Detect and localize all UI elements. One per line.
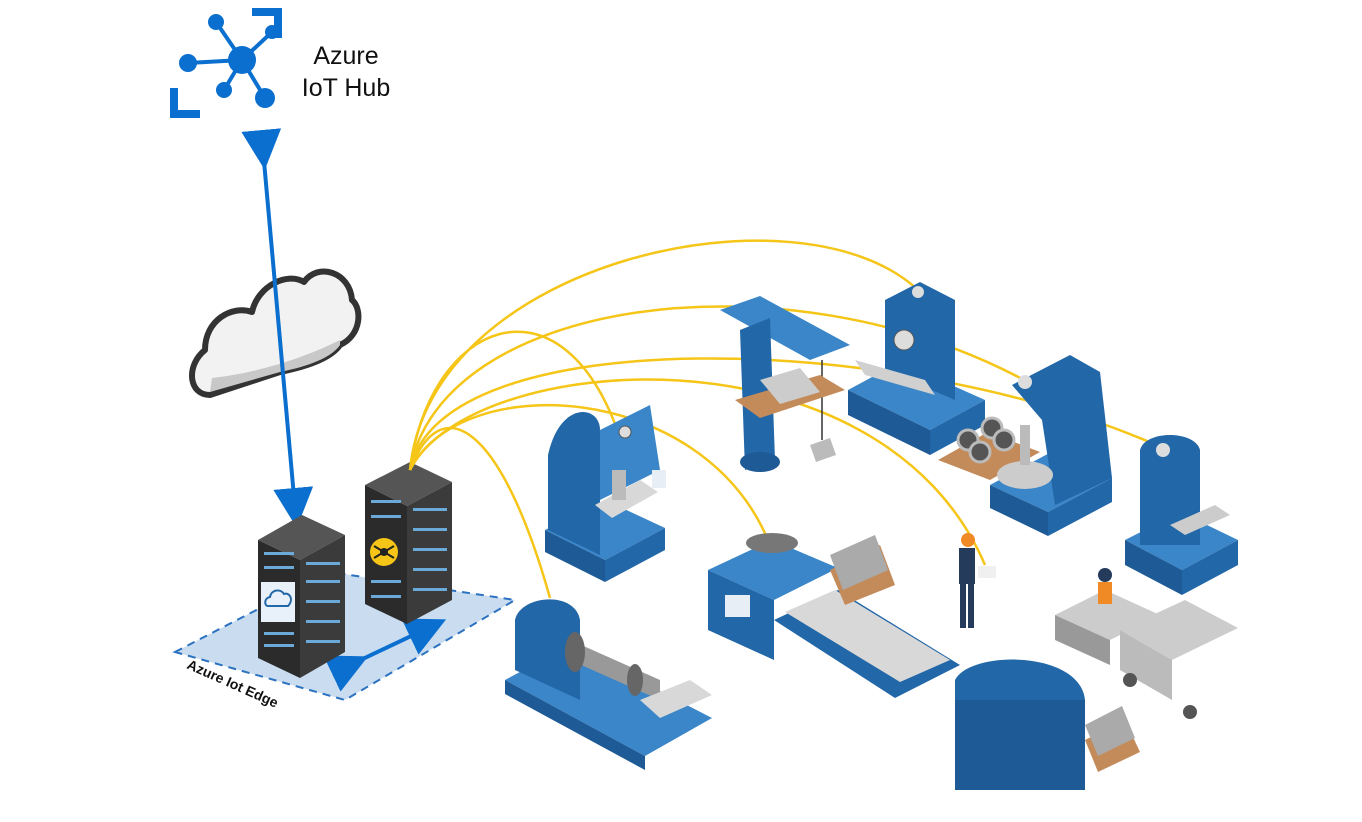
milling-machine — [545, 405, 666, 582]
front-lathe — [505, 599, 712, 770]
forklift — [1055, 568, 1238, 719]
large-lathe — [848, 282, 985, 455]
iot-hub-title: Azure IoT Hub — [286, 40, 406, 104]
conveyor-line — [708, 533, 1085, 790]
iot-hub-icon — [170, 8, 282, 118]
server-rack-edge — [365, 462, 452, 624]
iot-hub-title-line2: IoT Hub — [301, 74, 391, 102]
bench-drill — [1125, 435, 1238, 595]
server-rack-cloud — [258, 515, 345, 678]
pipe-pallet — [938, 416, 1040, 480]
iot-hub-title-line1: Azure — [313, 42, 379, 70]
worker-figure — [959, 533, 996, 628]
cloud-connection-arrow — [241, 128, 314, 528]
gantry-crane — [720, 296, 850, 472]
drill-press — [990, 355, 1112, 536]
parts-pallet — [830, 535, 1140, 772]
